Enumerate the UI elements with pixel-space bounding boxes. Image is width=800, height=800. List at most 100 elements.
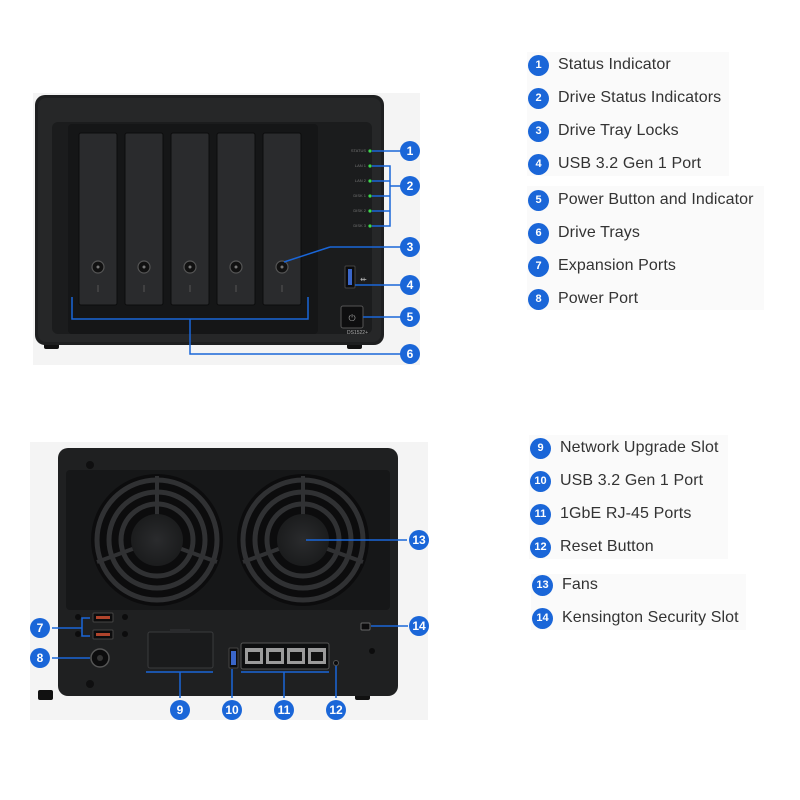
drive-tray-5[interactable] <box>262 132 302 306</box>
callout-13 <box>409 530 429 550</box>
legend-label: Reset Button <box>560 538 654 555</box>
svg-text:13: 13 <box>412 533 426 547</box>
model-label: DS1522+ <box>347 330 368 336</box>
led-label-status: STATUS <box>351 148 367 153</box>
legend-badge: 1 <box>528 54 549 76</box>
legend-label: Drive Tray Locks <box>558 122 679 139</box>
drive-trays <box>78 132 302 306</box>
svg-text:5: 5 <box>407 310 414 324</box>
drive-led-2 <box>368 179 372 183</box>
front-led-panel: STATUS LAN 1 LAN 2 DISK 1 DISK 2 DISK 3 <box>351 148 372 228</box>
drive-tray-1[interactable] <box>78 132 118 306</box>
svg-text:3: 3 <box>407 240 414 254</box>
drive-led-5 <box>368 224 372 228</box>
legend-badge: 2 <box>528 87 549 109</box>
legend-badge: 3 <box>528 120 549 142</box>
legend-item-7: 7 Expansion Ports <box>528 253 676 279</box>
svg-text:2: 2 <box>407 179 414 193</box>
svg-text:4: 4 <box>407 278 414 292</box>
callout-10 <box>222 700 242 720</box>
callout-4 <box>400 275 420 295</box>
drive-tray-4[interactable] <box>216 132 256 306</box>
legend-badge: 4 <box>528 153 549 175</box>
legend-badge: 12 <box>530 536 551 558</box>
power-icon: ⏻ <box>348 313 355 324</box>
callout-7 <box>30 618 50 638</box>
network-upgrade-slot[interactable] <box>147 631 214 669</box>
back-legend-bg-b <box>531 574 746 630</box>
front-legend-bg-a <box>527 52 729 176</box>
drive-led-1 <box>368 164 372 168</box>
svg-text:9: 9 <box>177 703 184 717</box>
legend-label: Drive Trays <box>558 224 640 241</box>
legend-label: Power Button and Indicator <box>558 191 754 208</box>
legend-item-13: 13 Fans <box>532 572 598 598</box>
callout-11 <box>274 700 294 720</box>
back-legend-bg-a <box>529 435 728 559</box>
legend-item-11: 11 1GbE RJ-45 Ports <box>530 501 691 527</box>
fan-left <box>91 474 223 606</box>
svg-text:14: 14 <box>412 619 426 633</box>
status-led <box>368 149 372 153</box>
legend-badge: 10 <box>530 470 551 492</box>
svg-text:7: 7 <box>37 621 44 635</box>
legend-item-6: 6 Drive Trays <box>528 220 640 246</box>
callout-2 <box>400 176 420 196</box>
legend-label: Power Port <box>558 290 639 307</box>
front-callouts: 1 2 3 4 5 6 <box>400 141 420 364</box>
led-label-disk1: DISK 1 <box>353 193 366 198</box>
legend-label: Drive Status Indicators <box>558 89 722 106</box>
back-leader-lines <box>52 539 408 698</box>
legend-item-12: 12 Reset Button <box>530 534 654 560</box>
callout-9 <box>170 700 190 720</box>
legend-badge: 9 <box>530 437 551 459</box>
front-legend-bg-b <box>527 186 764 310</box>
callout-1 <box>400 141 420 161</box>
reset-button[interactable] <box>333 660 339 666</box>
kensington-slot[interactable] <box>360 622 371 631</box>
legend-item-10: 10 USB 3.2 Gen 1 Port <box>530 468 703 494</box>
legend-item-5: 5 Power Button and Indicator <box>528 187 754 213</box>
svg-text:6: 6 <box>407 347 414 361</box>
drive-tray-3[interactable] <box>170 132 210 306</box>
legend-badge: 8 <box>528 288 549 310</box>
usb-icon: ⇷ <box>360 275 367 284</box>
legend-badge: 13 <box>532 574 553 596</box>
svg-text:10: 10 <box>225 703 239 717</box>
svg-text:8: 8 <box>37 651 44 665</box>
drive-tray-2[interactable] <box>124 132 164 306</box>
drive-led-4 <box>368 209 372 213</box>
legend-badge: 11 <box>530 503 551 525</box>
legend-badge: 14 <box>532 607 553 629</box>
led-label-disk3: DISK 3 <box>353 223 366 228</box>
legend-badge: 5 <box>528 189 549 211</box>
legend-badge: 6 <box>528 222 549 244</box>
legend-label: Expansion Ports <box>558 257 677 274</box>
svg-text:12: 12 <box>329 703 343 717</box>
back-view: 7 8 9 10 11 12 13 14 <box>30 442 429 720</box>
led-label-lan2: LAN 2 <box>355 178 367 183</box>
front-leader-lines <box>71 150 406 355</box>
legend-item-8: 8 Power Port <box>528 286 638 312</box>
led-label-disk2: DISK 2 <box>353 208 366 213</box>
led-label-lan1: LAN 1 <box>355 163 367 168</box>
drive-led-3 <box>368 194 372 198</box>
legend-label: Kensington Security Slot <box>562 609 739 626</box>
callout-14 <box>409 616 429 636</box>
callout-6 <box>400 344 420 364</box>
rj45-ports <box>240 642 330 670</box>
back-callouts: 7 8 9 10 11 12 13 14 <box>30 530 429 720</box>
legend-label: 1GbE RJ-45 Ports <box>560 505 692 522</box>
legend-badge: 7 <box>528 255 549 277</box>
legend-item-1: 1 Status Indicator <box>528 52 671 78</box>
callout-5 <box>400 307 420 327</box>
callout-3 <box>400 237 420 257</box>
callout-8 <box>30 648 50 668</box>
legend-label: Status Indicator <box>558 56 671 73</box>
legend-item-14: 14 Kensington Security Slot <box>532 605 739 631</box>
legend-label: Fans <box>562 576 598 593</box>
legend-label: USB 3.2 Gen 1 Port <box>560 472 704 489</box>
